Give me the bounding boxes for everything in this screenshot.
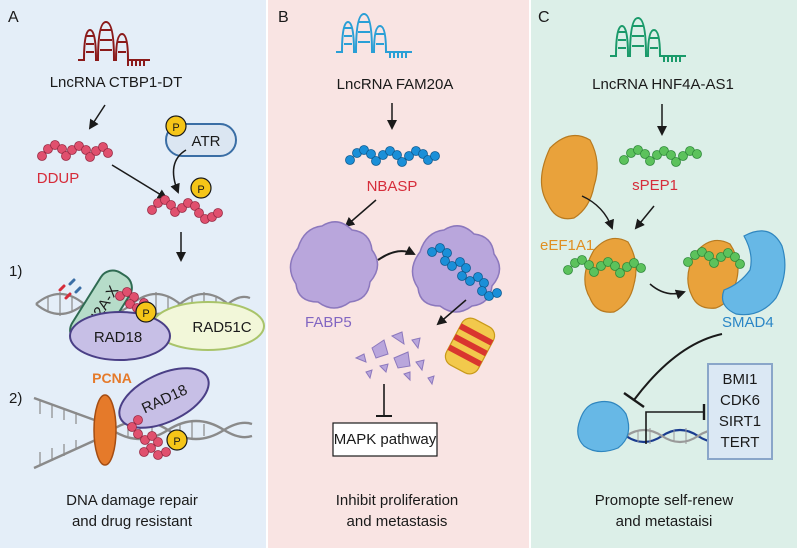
lncrna-fam20a-label: LncRNA FAM20A: [337, 76, 454, 93]
repression-arrow-c: [645, 411, 704, 444]
mapk-pathway-box: [332, 422, 438, 457]
rad18-shape-step2: [118, 367, 210, 429]
inhibition-c-curve: [633, 333, 723, 401]
phospho-label-step1: P: [142, 308, 149, 320]
phospho-label-ddup: P: [197, 184, 204, 196]
spep1-peptide: [619, 145, 702, 167]
ddup-peptide: [37, 140, 113, 162]
phospho-icon-step1: [135, 301, 157, 323]
arrow-b-binding-curve: [377, 245, 416, 261]
degraded-fragments: [354, 331, 435, 386]
mapk-pathway-label: MAPK pathway: [334, 431, 437, 448]
eef1a1-protein-shape: [540, 134, 598, 220]
rad18-label-step1: RAD18: [94, 329, 142, 346]
arrow-c-spep1-to-complex: [634, 205, 655, 230]
arrow-b-nbasp-to-fabp5: [344, 199, 377, 228]
ddup-pcna-peptide: [127, 415, 171, 460]
target-gene-cdk6: CDK6: [720, 392, 760, 409]
spep1-smad-peptide: [683, 247, 745, 269]
nbasp-bound-peptide: [427, 243, 502, 301]
atr-label: ATR: [192, 133, 221, 150]
step-2-label: 2): [9, 390, 22, 407]
inhibition-c-bar: [623, 392, 645, 408]
proteasome-icon: [444, 317, 496, 375]
nbasp-peptide: [345, 145, 440, 167]
target-genes-box: [707, 363, 773, 460]
fabp5-protein-shape: [289, 221, 379, 309]
phospho-label-atr: P: [172, 122, 179, 134]
spep1-label: sPEP1: [632, 177, 678, 194]
pcna-label: PCNA: [92, 370, 132, 386]
phospho-icon-atr: [165, 115, 187, 137]
smad4-protein-shape: [721, 230, 786, 316]
panel-a-background: [0, 0, 266, 548]
repressor-protein-shape: [577, 401, 630, 453]
panel-b-outcome-line2: and metastasis: [347, 513, 448, 530]
phospho-ddup-peptide: [147, 195, 223, 224]
arrow-a-lncrna-to-ddup: [88, 104, 106, 130]
step-1-label: 1): [9, 263, 22, 280]
arrow-a-atr-curve: [170, 149, 187, 194]
panel-c-outcome-line1: Promopte self-renew: [595, 492, 734, 509]
phospho-icon-ddup: [190, 177, 212, 199]
eef1a1-label: eEF1A1: [540, 237, 594, 254]
target-gene-tert: TERT: [721, 434, 760, 451]
phospho-label-step2: P: [173, 436, 180, 448]
rad51c-label: RAD51C: [192, 319, 251, 336]
damage-marks-icon: [58, 278, 82, 300]
panel-b-letter: B: [278, 9, 289, 26]
panel-b-outcome-line1: Inhibit proliferation: [336, 492, 459, 509]
panel-a-outcome-line1: DNA damage repair: [66, 492, 198, 509]
lncrna-ctbp1-dt-icon: [78, 20, 150, 66]
panel-c-outcome-line2: and metastaisi: [616, 513, 713, 530]
smad4-label: SMAD4: [722, 314, 774, 331]
lncrna-hnf4a-as1-label: LncRNA HNF4A-AS1: [592, 76, 734, 93]
target-gene-bmi1: BMI1: [722, 371, 757, 388]
spep1-bound-peptide: [563, 255, 646, 278]
target-gene-sirt1: SIRT1: [719, 413, 761, 430]
lncrna-ctbp1-dt-label: LncRNA CTBP1-DT: [50, 74, 183, 91]
ddup-label: DDUP: [37, 170, 80, 187]
nbasp-label: NBASP: [367, 178, 418, 195]
phospho-icon-step2: [166, 429, 188, 451]
arrow-a-ddup-to-complex: [111, 164, 168, 200]
rad18-shape-step1: [69, 311, 171, 361]
arrow-c-complex-to-smad: [649, 283, 686, 300]
lncrna-hnf4a-as1-icon: [610, 16, 686, 62]
eef1a1-complex-shape: [584, 237, 637, 313]
pcna-shape: [93, 394, 117, 466]
arrow-b-to-degradation: [436, 299, 467, 326]
arrow-c-eef1a1-curve: [581, 195, 614, 230]
panel-a-outcome-line2: and drug resistant: [72, 513, 193, 530]
lncrna-fam20a-icon: [336, 12, 412, 58]
fabp5-label: FABP5: [305, 314, 352, 331]
panel-c-letter: C: [538, 9, 550, 26]
panel-a-letter: A: [8, 9, 19, 26]
